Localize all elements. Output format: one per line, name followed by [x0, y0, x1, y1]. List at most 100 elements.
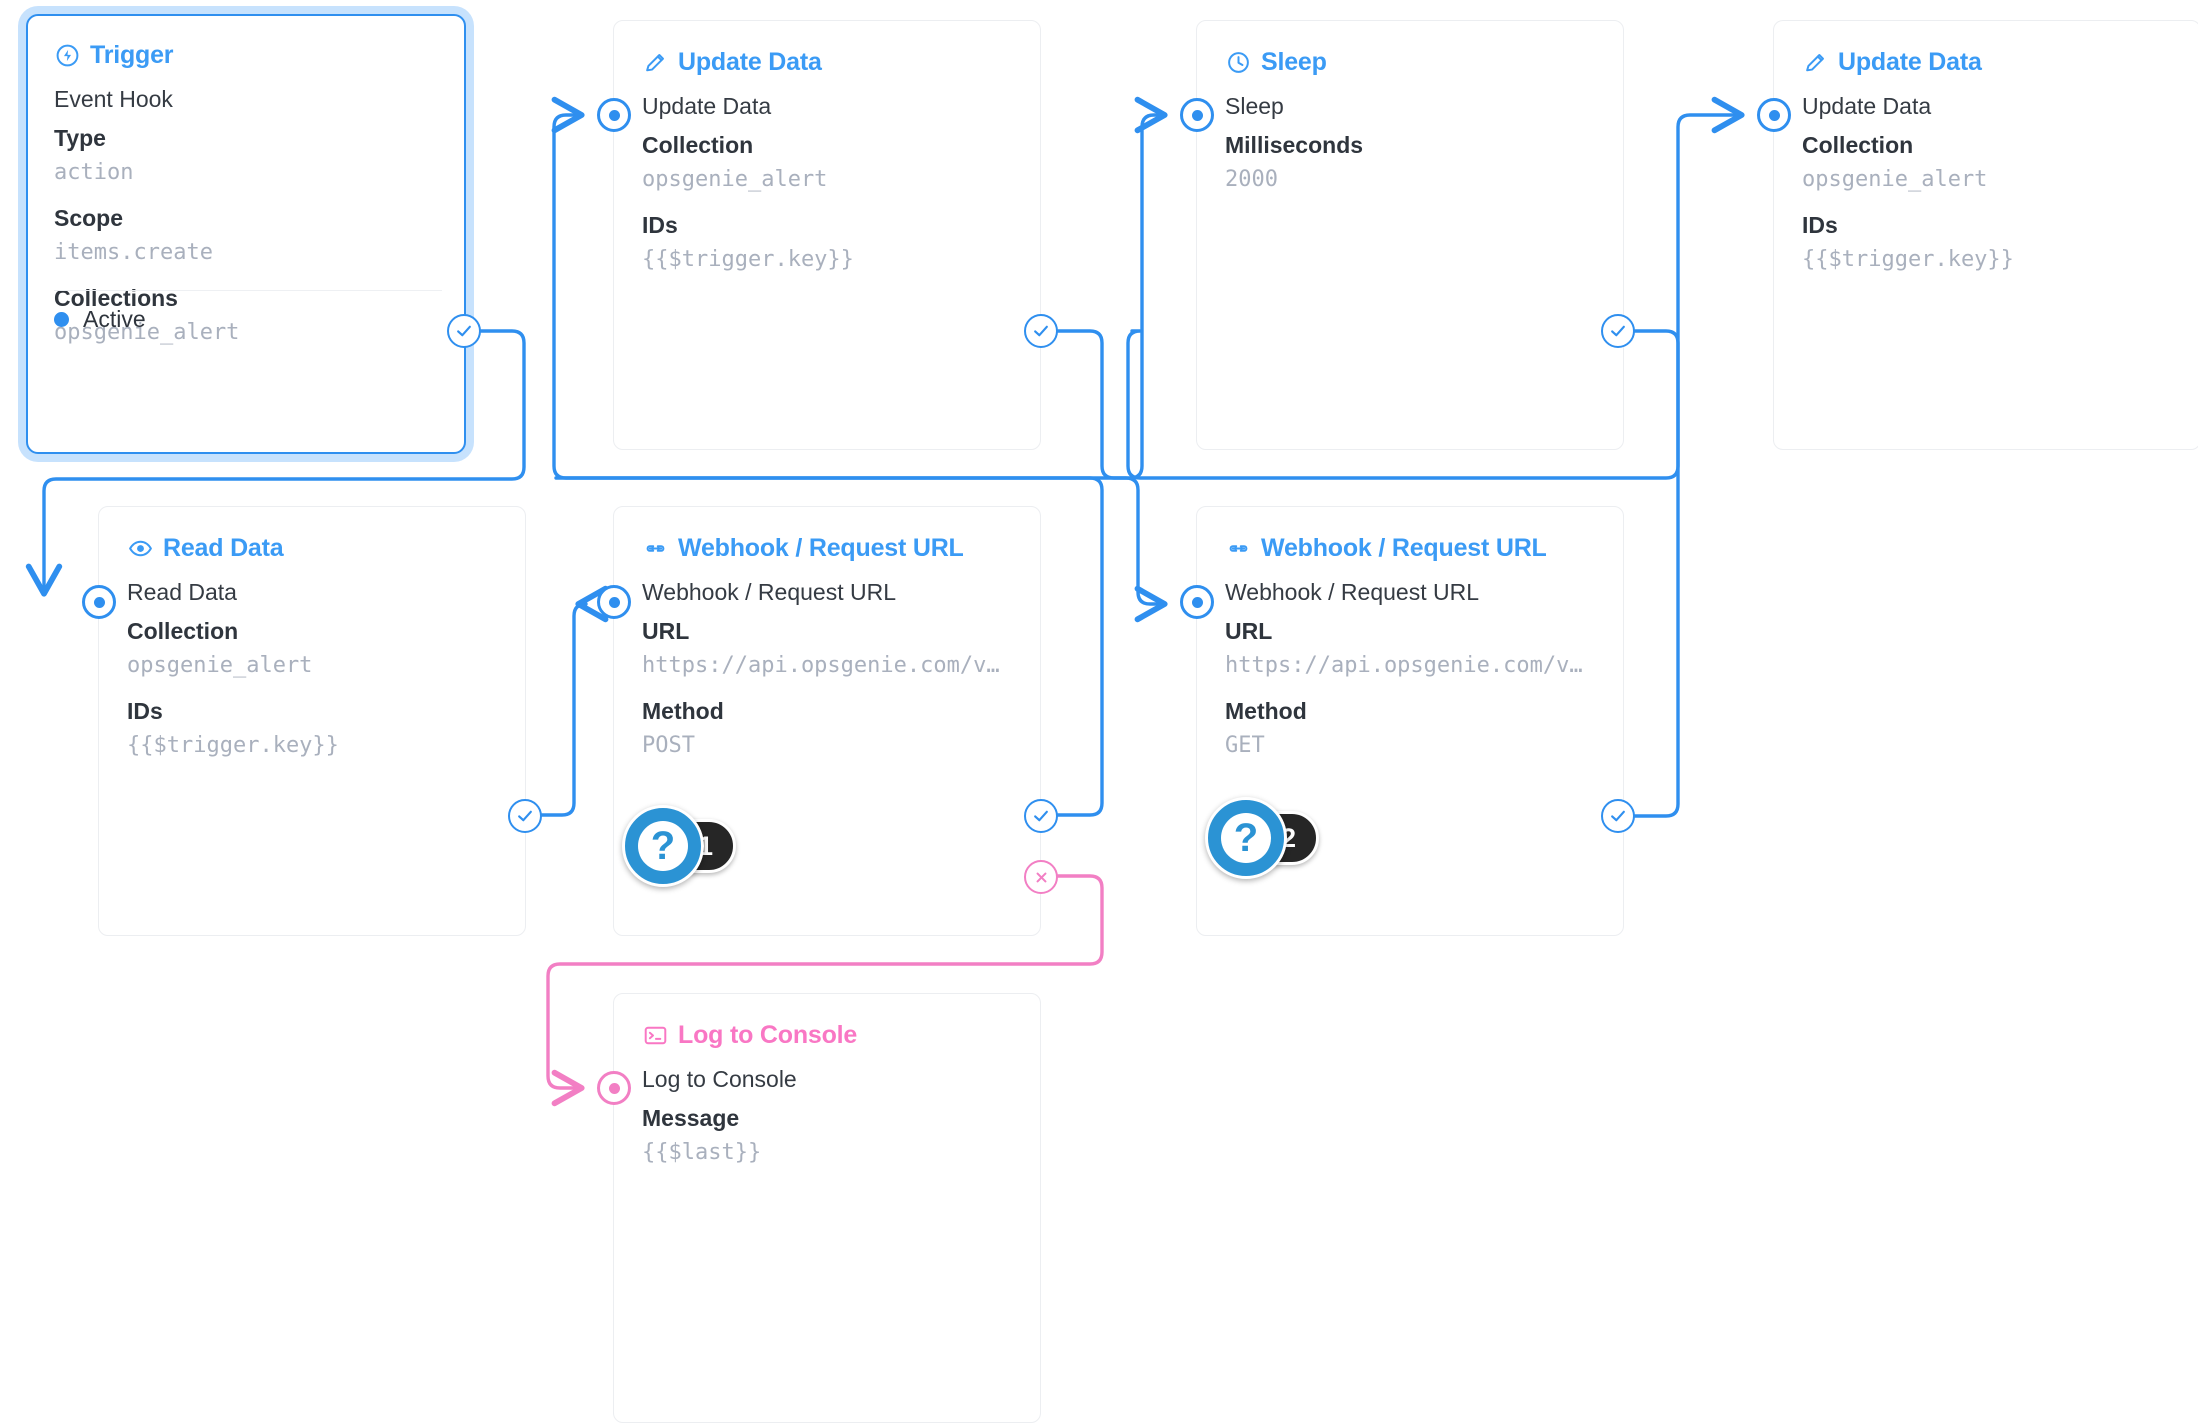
field-collection-label: Collection: [127, 617, 239, 644]
field-url-value: https://api.opsgenie.com/v…: [642, 652, 1000, 678]
status-dot-icon: [54, 312, 69, 327]
trigger-output-port[interactable]: [447, 314, 481, 348]
field-collection: Collection opsgenie_alert: [642, 128, 1016, 196]
help-badge-1-glyph: ?: [650, 824, 676, 868]
field-collection-value: opsgenie_alert: [1802, 166, 1988, 192]
update-data-2-input-port[interactable]: [1757, 98, 1791, 132]
sleep-output-port[interactable]: [1601, 314, 1635, 348]
webhook-2-output-port[interactable]: [1601, 799, 1635, 833]
row-title: Update Data: [642, 93, 772, 119]
node-update-data-1-header: Update Data: [614, 21, 1040, 77]
node-webhook-2-body: Webhook / Request URL URL https://api.op…: [1197, 563, 1623, 762]
eye-icon: [127, 536, 153, 562]
node-trigger-row-title: Event Hook: [54, 86, 173, 112]
pencil-icon: [1802, 50, 1828, 76]
link-icon: [642, 536, 668, 562]
field-collection-label: Collection: [1802, 131, 1914, 158]
clock-icon: [1225, 50, 1251, 76]
row-title: Log to Console: [642, 1066, 797, 1092]
field-ids-label: IDs: [127, 697, 163, 724]
node-update-data-2-body: Update Data Collection opsgenie_alert ID…: [1774, 77, 2198, 276]
field-type: Type action: [54, 121, 440, 189]
field-method: Method GET: [1225, 694, 1599, 762]
field-message-value: {{$last}}: [642, 1139, 762, 1165]
node-sleep-title: Sleep: [1261, 48, 1327, 76]
terminal-icon: [642, 1023, 668, 1049]
node-update-data-1[interactable]: Update Data Update Data Collection opsge…: [613, 20, 1041, 450]
row-title: Webhook / Request URL: [1225, 579, 1479, 605]
status-label: Active: [83, 306, 146, 332]
field-collection-label: Collection: [642, 131, 754, 158]
field-type-value: action: [54, 159, 134, 185]
help-badge-2[interactable]: 2 ?: [1205, 797, 1319, 879]
node-trigger-title: Trigger: [90, 41, 174, 69]
update-data-1-input-port[interactable]: [597, 98, 631, 132]
node-log-to-console-title: Log to Console: [678, 1021, 858, 1049]
webhook-1-input-port[interactable]: [597, 585, 631, 619]
field-ids-label: IDs: [1802, 211, 1838, 238]
field-collection: Collection opsgenie_alert: [127, 614, 501, 682]
field-method-label: Method: [1225, 697, 1307, 724]
webhook-1-output-port[interactable]: [1024, 799, 1058, 833]
field-ids: IDs {{$trigger.key}}: [127, 694, 501, 762]
read-data-output-port[interactable]: [508, 799, 542, 833]
update-data-1-output-port[interactable]: [1024, 314, 1058, 348]
node-sleep-header: Sleep: [1197, 21, 1623, 77]
bolt-circle-icon: [54, 43, 80, 69]
field-scope-value: items.create: [54, 239, 213, 265]
divider: [54, 290, 442, 291]
node-sleep[interactable]: Sleep Sleep Milliseconds 2000: [1196, 20, 1624, 450]
node-webhook-1-title: Webhook / Request URL: [678, 534, 964, 562]
node-trigger[interactable]: Trigger Event Hook Type action Scope ite…: [26, 14, 466, 454]
node-log-to-console[interactable]: Log to Console Log to Console Message {{…: [613, 993, 1041, 1423]
link-icon: [1225, 536, 1251, 562]
field-message-label: Message: [642, 1104, 740, 1131]
field-method: Method POST: [642, 694, 1016, 762]
read-data-input-port[interactable]: [82, 585, 116, 619]
node-webhook-1-header: Webhook / Request URL: [614, 507, 1040, 563]
question-mark-icon[interactable]: ?: [622, 805, 704, 887]
node-read-data[interactable]: Read Data Read Data Collection opsgenie_…: [98, 506, 526, 936]
webhook-2-input-port[interactable]: [1180, 585, 1214, 619]
field-collection: Collection opsgenie_alert: [1802, 128, 2176, 196]
node-update-data-1-body: Update Data Collection opsgenie_alert ID…: [614, 77, 1040, 276]
node-sleep-body: Sleep Milliseconds 2000: [1197, 77, 1623, 196]
node-read-data-title: Read Data: [163, 534, 284, 562]
help-badge-2-glyph: ?: [1233, 816, 1259, 860]
field-milliseconds: Milliseconds 2000: [1225, 128, 1599, 196]
field-ids-value: {{$trigger.key}}: [1802, 246, 2014, 272]
sleep-input-port[interactable]: [1180, 98, 1214, 132]
field-ids-label: IDs: [642, 211, 678, 238]
field-url: URL https://api.opsgenie.com/v…: [642, 614, 1016, 682]
node-update-data-2[interactable]: Update Data Update Data Collection opsge…: [1773, 20, 2198, 450]
node-log-to-console-body: Log to Console Message {{$last}}: [614, 1050, 1040, 1169]
field-ids-value: {{$trigger.key}}: [127, 732, 339, 758]
node-update-data-1-title: Update Data: [678, 48, 822, 76]
field-url-label: URL: [642, 617, 690, 644]
pencil-icon: [642, 50, 668, 76]
field-scope: Scope items.create: [54, 201, 440, 269]
node-webhook-2-header: Webhook / Request URL: [1197, 507, 1623, 563]
node-read-data-body: Read Data Collection opsgenie_alert IDs …: [99, 563, 525, 762]
field-method-value: POST: [642, 732, 695, 758]
field-url-value: https://api.opsgenie.com/v…: [1225, 652, 1583, 678]
help-badge-1[interactable]: 1 ?: [622, 805, 736, 887]
row-title: Sleep: [1225, 93, 1284, 119]
webhook-1-error-port[interactable]: [1024, 860, 1058, 894]
field-collection-value: opsgenie_alert: [642, 166, 828, 192]
question-mark-icon[interactable]: ?: [1205, 797, 1287, 879]
field-type-label: Type: [54, 124, 106, 151]
field-ids: IDs {{$trigger.key}}: [1802, 208, 2176, 276]
node-trigger-body: Event Hook Type action Scope items.creat…: [28, 70, 464, 349]
field-method-label: Method: [642, 697, 724, 724]
node-read-data-header: Read Data: [99, 507, 525, 563]
status-badge: Active: [54, 306, 146, 333]
log-to-console-input-port[interactable]: [597, 1071, 631, 1105]
field-ids-value: {{$trigger.key}}: [642, 246, 854, 272]
field-milliseconds-label: Milliseconds: [1225, 131, 1364, 158]
node-log-to-console-header: Log to Console: [614, 994, 1040, 1050]
field-ids: IDs {{$trigger.key}}: [642, 208, 1016, 276]
field-collections: Collections opsgenie_alert: [54, 281, 440, 349]
field-milliseconds-value: 2000: [1225, 166, 1278, 192]
